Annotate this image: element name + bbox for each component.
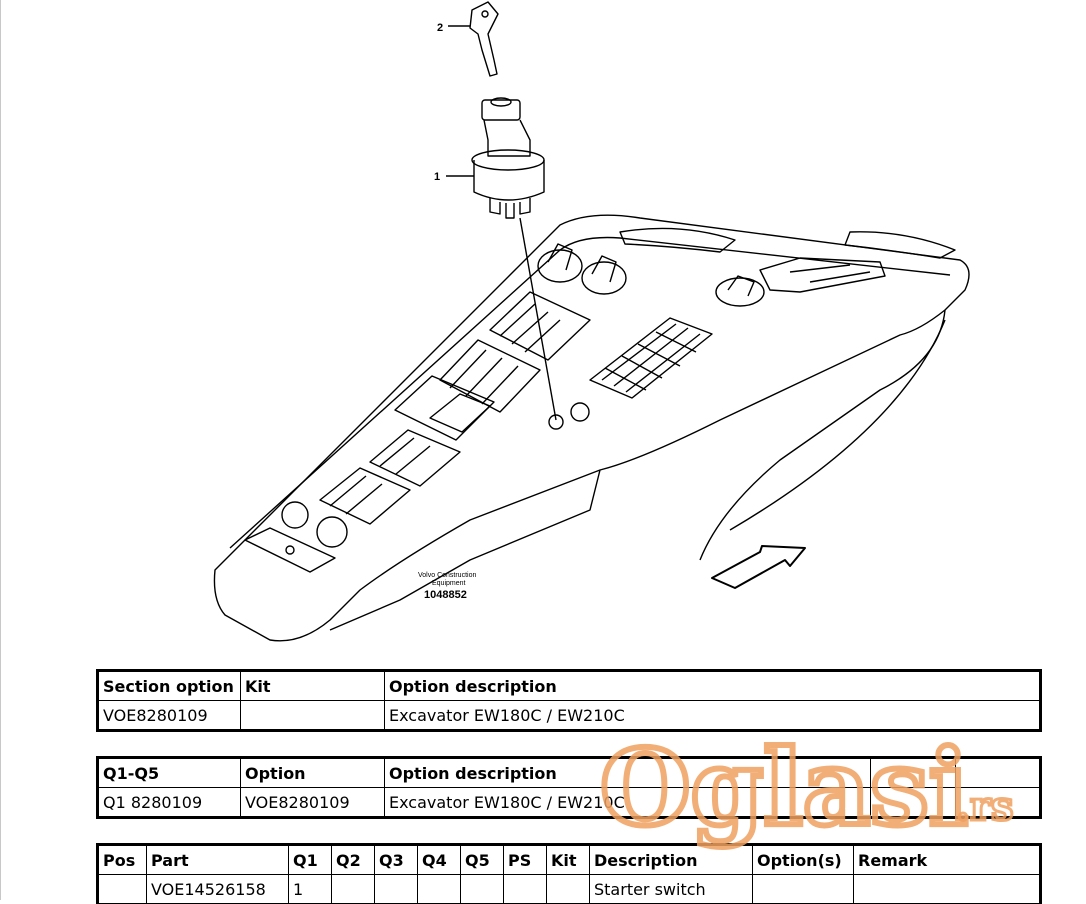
key-illustration xyxy=(469,1,499,77)
table-header-row: Section option Kit Option description xyxy=(98,671,1040,701)
header-q2: Q2 xyxy=(331,845,375,875)
header-q5: Q5 xyxy=(460,845,504,875)
cell-q5 xyxy=(460,874,504,904)
cell-pos xyxy=(98,874,147,904)
cell-q1: 1 xyxy=(288,874,332,904)
header-q1: Q1 xyxy=(288,845,332,875)
cell-remark xyxy=(853,874,1040,904)
cell-option-description: Excavator EW180C / EW210C xyxy=(384,700,1040,730)
cell-kit xyxy=(546,874,590,904)
cell-options xyxy=(752,874,854,904)
cell-q1-q5: Q1 8280109 xyxy=(98,787,241,817)
header-q4: Q4 xyxy=(417,845,461,875)
parts-table: Pos Part Q1 Q2 Q3 Q4 Q5 PS Kit Descripti… xyxy=(96,843,1042,904)
header-empty xyxy=(954,758,1040,788)
table-header-row: Pos Part Q1 Q2 Q3 Q4 Q5 PS Kit Descripti… xyxy=(98,845,1040,875)
header-kit: Kit xyxy=(240,671,385,701)
callout-2-label: 2 xyxy=(437,22,443,34)
exploded-parts-drawing: 2 1 Volvo Construction Equipment 1048852 xyxy=(213,1,970,642)
header-description: Description xyxy=(589,845,753,875)
control-console-illustration xyxy=(213,214,970,642)
header-q3: Q3 xyxy=(374,845,418,875)
table-row: Q1 8280109 VOE8280109 Excavator EW180C /… xyxy=(98,787,1040,817)
table-row: VOE14526158 1 Starter switch xyxy=(98,874,1040,904)
cell-empty xyxy=(954,787,1040,817)
header-remark: Remark xyxy=(853,845,1040,875)
cell-option-description: Excavator EW180C / EW210C xyxy=(384,787,871,817)
section-option-table: Section option Kit Option description VO… xyxy=(96,669,1042,732)
cell-description: Starter switch xyxy=(589,874,753,904)
cell-q4 xyxy=(417,874,461,904)
header-q1-q5: Q1-Q5 xyxy=(98,758,241,788)
table-header-row: Q1-Q5 Option Option description xyxy=(98,758,1040,788)
header-ps: PS xyxy=(503,845,547,875)
page-left-border xyxy=(0,0,1,900)
header-options: Option(s) xyxy=(752,845,854,875)
rotary-knobs xyxy=(537,243,765,307)
header-kit: Kit xyxy=(546,845,590,875)
switch-panels xyxy=(319,257,886,525)
cell-option: VOE8280109 xyxy=(240,787,385,817)
cell-ps xyxy=(503,874,547,904)
cell-q2 xyxy=(331,874,375,904)
cell-part: VOE14526158 xyxy=(146,874,289,904)
assembly-line xyxy=(519,217,557,421)
table-row: VOE8280109 Excavator EW180C / EW210C xyxy=(98,700,1040,730)
cell-kit xyxy=(240,700,385,730)
cell-q3 xyxy=(374,874,418,904)
header-option: Option xyxy=(240,758,385,788)
callout-1-label: 1 xyxy=(434,171,440,183)
maker-line-1: Volvo Construction xyxy=(418,572,476,579)
cell-section-option: VOE8280109 xyxy=(98,700,241,730)
keypad xyxy=(589,317,713,399)
starter-switch-illustration xyxy=(471,97,545,219)
quantity-option-table: Q1-Q5 Option Option description Q1 82801… xyxy=(96,756,1042,819)
direction-arrow xyxy=(711,545,806,589)
header-option-description: Option description xyxy=(384,671,1040,701)
maker-line-2: Equipment xyxy=(432,580,466,587)
header-empty xyxy=(870,758,956,788)
header-pos: Pos xyxy=(98,845,147,875)
cell-empty xyxy=(870,787,956,817)
header-option-description: Option description xyxy=(384,758,871,788)
header-section-option: Section option xyxy=(98,671,241,701)
figure-number: 1048852 xyxy=(424,589,467,601)
header-part: Part xyxy=(146,845,289,875)
